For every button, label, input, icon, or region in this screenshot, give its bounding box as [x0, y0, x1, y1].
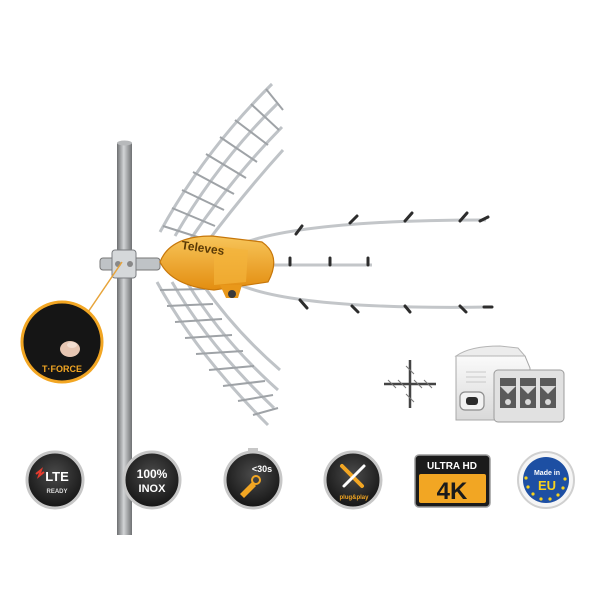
wrench-icon — [240, 482, 256, 498]
mast-pole — [117, 140, 132, 535]
upper-reflector-grid — [158, 82, 285, 246]
director-booms — [237, 211, 494, 314]
plug-and-play-badge: plug&play — [323, 450, 383, 510]
plus-icon — [384, 360, 436, 408]
ultra-hd-4k-badge: ULTRA HD 4K — [414, 454, 491, 508]
inox-badge-main: 100% — [137, 467, 168, 481]
made-in-label: Made in — [534, 470, 560, 477]
power-supply-unit — [454, 345, 565, 423]
stopwatch-icon — [248, 448, 258, 453]
tforce-callout: T·FORCE — [20, 300, 104, 384]
lte-badge-sub: READY — [46, 489, 67, 495]
made-in-eu-badge: Made in EU — [517, 451, 575, 509]
plug-and-play-label: plug&play — [339, 495, 369, 501]
inox-badge-sub: INOX — [139, 483, 167, 495]
mast-clamp — [99, 249, 161, 279]
inox-badge: 100% INOX — [122, 450, 182, 510]
tforce-label: T·FORCE — [42, 364, 82, 374]
quick-install-badge: <30s — [223, 448, 283, 510]
antenna-housing: Televes — [159, 235, 275, 298]
lower-reflector-grid — [155, 281, 281, 427]
eu-stars-icon — [524, 476, 567, 501]
tools-icon — [340, 464, 366, 488]
brand-label: Televes — [181, 238, 226, 258]
callout-connector — [83, 261, 123, 319]
4k-label: 4K — [437, 478, 468, 505]
lte-badge-main: LTE — [45, 469, 69, 484]
lte-ready-badge: LTE READY — [25, 450, 85, 510]
eu-label: EU — [538, 478, 556, 493]
quick-install-main: <30s — [252, 464, 272, 474]
ultra-hd-label: ULTRA HD — [427, 461, 477, 472]
signal-icon — [35, 467, 45, 479]
